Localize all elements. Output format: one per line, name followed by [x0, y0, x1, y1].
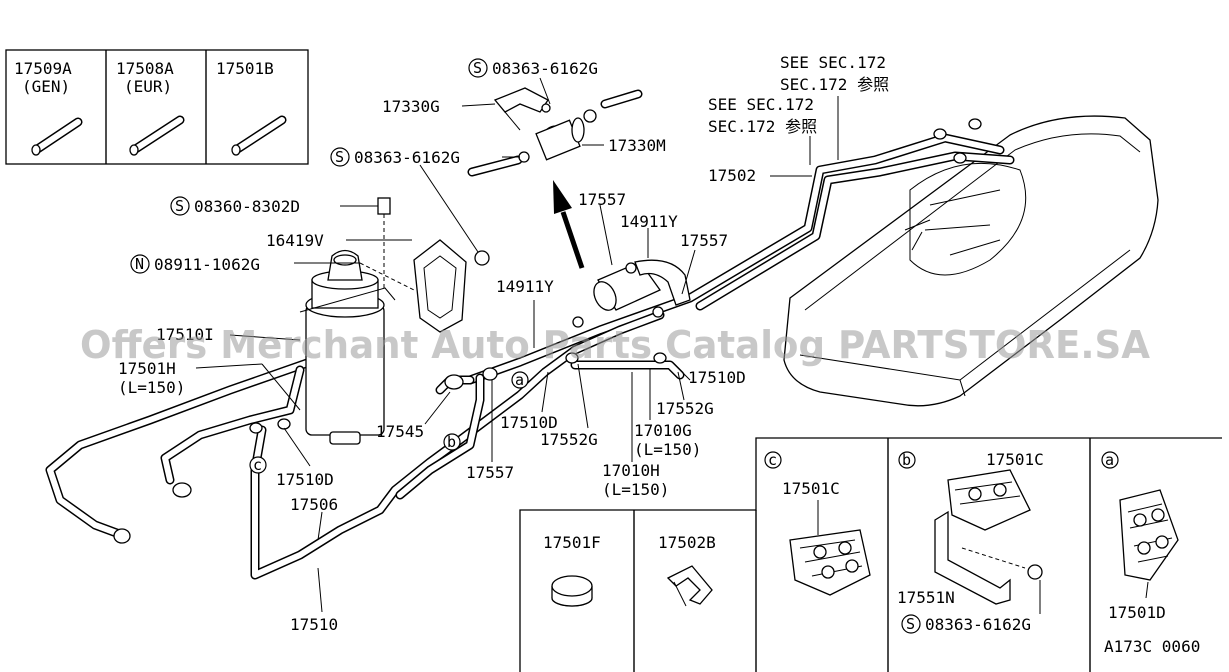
label-17510i: 17510I	[156, 325, 214, 344]
hose-box-frame	[5, 49, 309, 165]
label-17010h: 17010H	[602, 461, 660, 480]
label-14911y-top: 14911Y	[620, 212, 678, 231]
s-marker: S	[906, 615, 915, 633]
detail-c-17501c-label: 17501C	[782, 479, 840, 498]
part-labels: S 08363-6162G 17330G 17330M S 08363-6162…	[118, 53, 889, 634]
hose-icon	[231, 115, 287, 156]
label-14911y-mid: 14911Y	[496, 277, 554, 296]
hose-icon	[31, 117, 83, 156]
s-marker-icon	[170, 196, 190, 216]
detail-b-17501c-label: 17501C	[986, 450, 1044, 469]
b-callout-icon	[443, 433, 461, 451]
hose-icon	[129, 115, 185, 156]
s-marker-icon	[330, 147, 350, 167]
label-17010g: 17010G	[634, 421, 692, 440]
hose-box-1-part: 17509A	[14, 59, 72, 78]
diagram-code: A173C 0060	[1104, 637, 1200, 656]
see-sec-lower-1: SEE SEC.172	[708, 95, 814, 114]
s-marker: S	[175, 197, 184, 215]
hose-variant-boxes: 17509A (GEN) 17508A (EUR) 17501B	[5, 49, 309, 165]
label-17510: 17510	[290, 615, 338, 634]
label-17330g: 17330G	[382, 97, 440, 116]
n-marker-icon	[130, 254, 150, 274]
label-16419v: 16419V	[266, 231, 324, 250]
a-callout: a	[515, 371, 524, 389]
detail-b-marker-icon	[898, 451, 916, 469]
label-17510d-right: 17510D	[688, 368, 746, 387]
b-callout: b	[447, 433, 456, 451]
label-17557-bottom: 17557	[466, 463, 514, 482]
label-17510d-mid: 17510D	[500, 413, 558, 432]
label-17330m: 17330M	[608, 136, 666, 155]
hose-box-1-variant: (GEN)	[22, 77, 70, 96]
cap-icon	[551, 575, 593, 607]
clip-17330g	[493, 87, 551, 131]
hose-box-2-part: 17508A	[116, 59, 174, 78]
s-marker: S	[473, 59, 482, 77]
c-callout-icon	[249, 456, 267, 474]
detail-17502b-label: 17502B	[658, 533, 716, 552]
detail-c-marker: c	[768, 451, 777, 469]
detail-b-bolt-label: 08363-6162G	[925, 615, 1031, 634]
pipe-fittings	[113, 118, 982, 544]
s-marker-icon	[901, 614, 921, 634]
detail-boxes: 17501F 17502B c 17501C b 17501C	[519, 437, 1222, 672]
clamp-bracket-icon	[934, 469, 1043, 605]
detail-b-17551n-label: 17551N	[897, 588, 955, 607]
detail-a-17501d-label: 17501D	[1108, 603, 1166, 622]
clamp-icon	[789, 529, 871, 596]
s-marker-icon	[468, 58, 488, 78]
leader-lines	[195, 77, 839, 613]
fuel-filter-17330m	[518, 109, 597, 163]
label-17552g-right: 17552G	[656, 399, 714, 418]
direction-arrow	[553, 180, 585, 269]
watermark: Offers Merchant Auto Parts Catalog PARTS…	[80, 323, 1151, 367]
s-marker: S	[335, 148, 344, 166]
detail-17501f-label: 17501F	[543, 533, 601, 552]
hose-box-2-variant: (EUR)	[124, 77, 172, 96]
detail-a-marker-icon	[1101, 451, 1119, 469]
label-17506: 17506	[290, 495, 338, 514]
label-17552g-mid: 17552G	[540, 430, 598, 449]
see-sec-lower-2: SEC.172 参照	[708, 117, 817, 136]
see-sec-upper-1: SEE SEC.172	[780, 53, 886, 72]
label-08911: 08911-1062G	[154, 255, 260, 274]
clip-icon	[666, 565, 713, 607]
label-08363-mid: 08363-6162G	[354, 148, 460, 167]
label-17010g-length: (L=150)	[634, 440, 701, 459]
fuel-filter-assembly	[593, 259, 691, 311]
label-17502: 17502	[708, 166, 756, 185]
label-17501h-length: (L=150)	[118, 378, 185, 397]
detail-c-marker-icon	[764, 451, 782, 469]
label-17510d-left: 17510D	[276, 470, 334, 489]
label-17501h: 17501H	[118, 359, 176, 378]
detail-a-marker: a	[1105, 451, 1114, 469]
see-sec-upper-2: SEC.172 参照	[780, 75, 889, 94]
label-17557-right: 17557	[680, 231, 728, 250]
c-callout: c	[253, 456, 262, 474]
label-17557-top: 17557	[578, 190, 626, 209]
n-marker: N	[135, 255, 144, 273]
canister	[299, 249, 396, 445]
bracket-16419v	[377, 197, 490, 333]
detail-b-marker: b	[902, 451, 911, 469]
clamp-icon	[1119, 489, 1179, 581]
label-08363-top: 08363-6162G	[492, 59, 598, 78]
hose-box-3-part: 17501B	[216, 59, 274, 78]
label-08360: 08360-8302D	[194, 197, 300, 216]
label-17545: 17545	[376, 422, 424, 441]
fuel-tank	[783, 115, 1159, 407]
label-17010h-length: (L=150)	[602, 480, 669, 499]
a-callout-icon	[511, 371, 529, 389]
